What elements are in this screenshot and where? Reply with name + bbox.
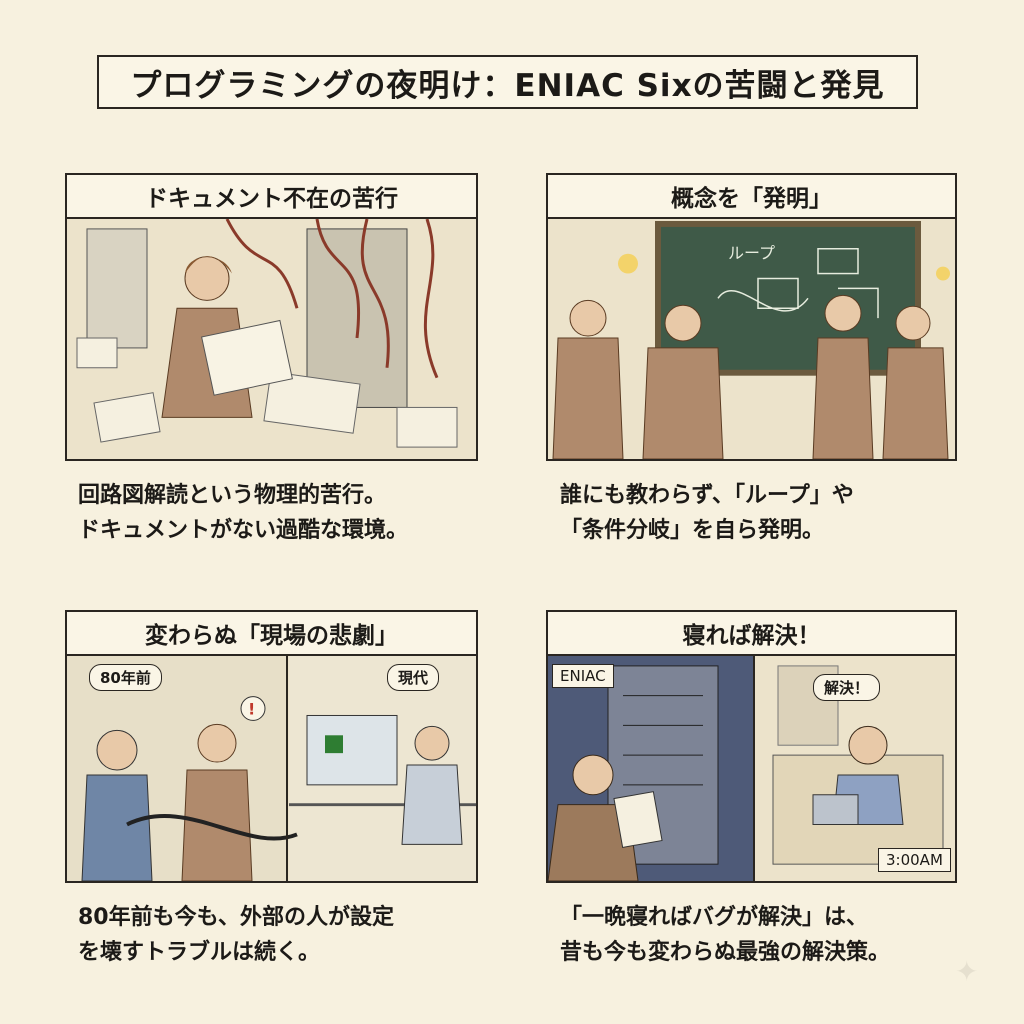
caption-line: 回路図解読という物理的苦行。 xyxy=(78,483,387,508)
tag-eniac: ENIAC xyxy=(552,664,614,688)
caption-line: 「条件分岐」を自ら発明。 xyxy=(560,518,825,543)
panel-heading: 寝れば解決！ xyxy=(548,612,955,656)
thought-bubble: 解決！ xyxy=(813,674,881,701)
page-title: プログラミングの夜明け：ENIAC Sixの苦闘と発見 xyxy=(97,55,918,109)
panel-divider xyxy=(286,656,288,881)
caption-line: ドキュメントがない過酷な環境。 xyxy=(78,518,409,543)
illustration-woman-reading-circuit-diagrams xyxy=(67,219,476,459)
illustration-then-and-now: ! xyxy=(67,656,476,881)
exclaim-text: ! xyxy=(248,700,255,719)
illustration-women-at-chalkboard: ループ xyxy=(548,219,955,459)
panel-heading: 概念を「発明」 xyxy=(548,175,955,219)
panel-field-tragedy: 変わらぬ「現場の悲劇」 ! 80年前 現代 xyxy=(65,610,478,883)
panel-no-documentation: ドキュメント不在の苦行 xyxy=(65,173,478,461)
caption-line: 誰にも教わらず、「ループ」や xyxy=(560,483,854,508)
svg-text:ループ: ループ xyxy=(728,244,775,263)
caption-line: 80年前も今も、外部の人が設定 xyxy=(78,905,394,930)
tag-modern: 現代 xyxy=(387,664,440,691)
panel-heading: 変わらぬ「現場の悲劇」 xyxy=(67,612,476,656)
panel-divider xyxy=(753,656,755,881)
caption-line: 「一晩寝ればバグが解決」は、 xyxy=(560,905,869,930)
panel-caption: 誰にも教わらず、「ループ」や 「条件分岐」を自ら発明。 xyxy=(560,478,854,548)
caption-line: 昔も今も変わらぬ最強の解決策。 xyxy=(560,940,891,965)
panel-inventing-concepts: 概念を「発明」 ループ xyxy=(546,173,957,461)
panel-heading: ドキュメント不在の苦行 xyxy=(67,175,476,219)
sparkle-icon: ✦ xyxy=(955,955,979,988)
panel-sleep-solves: 寝れば解決！ ENIAC 解決！ 3:00AM xyxy=(546,610,957,883)
panel-caption: 「一晩寝ればバグが解決」は、 昔も今も変わらぬ最強の解決策。 xyxy=(560,900,890,970)
panel-caption: 80年前も今も、外部の人が設定 を壊すトラブルは続く。 xyxy=(78,900,394,970)
clock-label: 3:00AM xyxy=(878,848,951,872)
caption-line: を壊すトラブルは続く。 xyxy=(78,940,321,965)
tag-80-years-ago: 80年前 xyxy=(89,664,162,691)
panel-caption: 回路図解読という物理的苦行。 ドキュメントがない過酷な環境。 xyxy=(78,478,408,548)
